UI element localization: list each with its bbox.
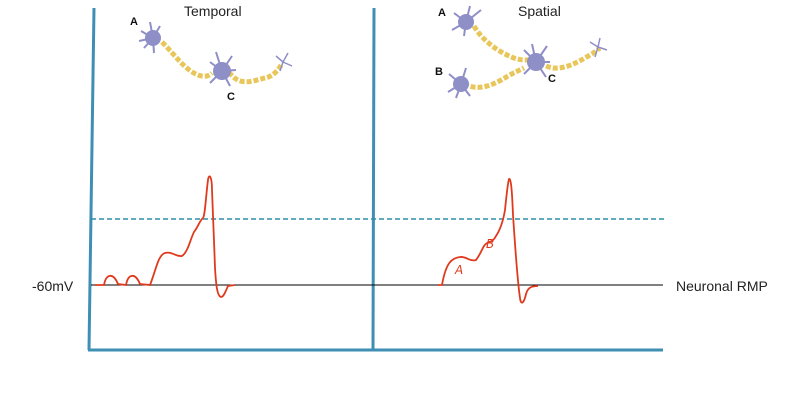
neuron-c-icon bbox=[523, 43, 550, 78]
spatial-neuron-diagram bbox=[447, 5, 608, 99]
spatial-annotation-b: B bbox=[486, 237, 495, 251]
center-divider bbox=[371, 7, 376, 352]
spatial-title: Spatial bbox=[518, 3, 561, 19]
spatial-trace bbox=[438, 178, 539, 304]
axon-terminal-icon bbox=[589, 37, 608, 58]
neuron-a-icon bbox=[451, 5, 482, 37]
temporal-neuron-diagram bbox=[138, 21, 293, 87]
spatial-label-a: A bbox=[438, 7, 446, 19]
rmp-label: Neuronal RMP bbox=[676, 278, 768, 294]
temporal-trace bbox=[95, 175, 236, 298]
temporal-title: Temporal bbox=[184, 3, 242, 19]
neuron-a-icon bbox=[138, 21, 161, 54]
spatial-label-b: B bbox=[435, 66, 443, 78]
spatial-label-c: C bbox=[548, 73, 556, 85]
axon-terminal-icon bbox=[275, 52, 293, 72]
temporal-label-a: A bbox=[130, 16, 138, 28]
voltage-label: -60mV bbox=[32, 278, 74, 294]
left-axis bbox=[87, 7, 96, 351]
neuron-c-icon bbox=[209, 51, 237, 87]
neuron-b-icon bbox=[447, 67, 471, 99]
spatial-annotation-a: A bbox=[455, 263, 464, 277]
temporal-label-c: C bbox=[227, 91, 235, 103]
